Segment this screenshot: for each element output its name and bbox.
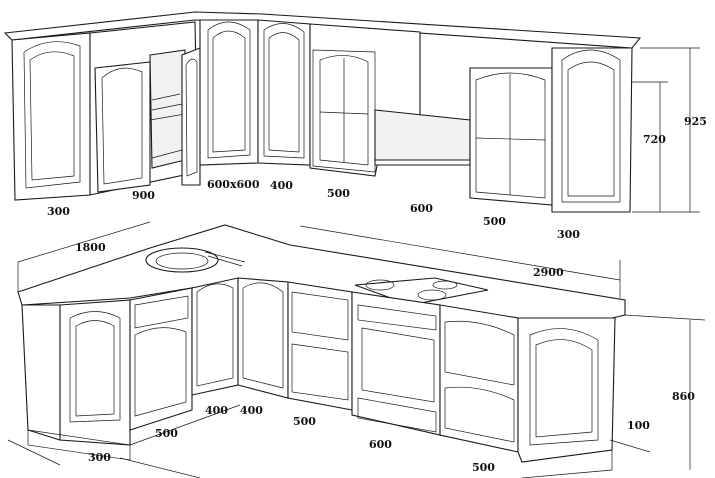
dim-plinth-height: 100 — [627, 419, 650, 432]
dim-left-500: 500 — [155, 427, 178, 440]
base-drawer-cabinet-door — [134, 327, 187, 417]
cooktop-burner — [417, 289, 447, 301]
upper-left-end-cabinet — [11, 32, 91, 201]
base-left-end-side — [21, 304, 61, 441]
oven-door — [361, 327, 435, 403]
upper-cabinet-400-body — [257, 19, 311, 166]
dim-total-upper-height: 925 — [684, 115, 707, 128]
oven-drawer — [357, 397, 437, 433]
upper-cabinet-400-door-panel — [263, 23, 305, 159]
base-cabinet-400 — [237, 277, 289, 399]
dim-upper-left-end: 300 — [47, 205, 70, 218]
cooktop-burner — [365, 279, 395, 291]
glass-cabinet-right-body — [469, 67, 553, 206]
dim-corner-cabinet: 600x600 — [207, 178, 260, 191]
corner-cabinet-door-panel — [207, 21, 251, 159]
lower-cabinets — [7, 221, 706, 478]
corner-cabinet-door-inset — [212, 30, 246, 153]
drawer-unit-bottom-drawer — [291, 343, 349, 401]
base-cabinet-400-door — [242, 282, 284, 389]
base-drawer-cabinet-400 — [129, 287, 193, 431]
upper-right-end-door-inset — [567, 61, 615, 197]
cooktop-burner — [432, 280, 458, 290]
glass-cabinet-left-mullions — [319, 58, 369, 162]
base-right-end-door-panel — [529, 328, 599, 446]
dim-right-500: 500 — [472, 461, 495, 474]
upper-height-dimension-lines — [632, 47, 700, 213]
sink-bowl — [155, 252, 209, 270]
dim-left-wall: 1800 — [75, 241, 106, 254]
oven-cabinet — [351, 291, 441, 436]
dim-cabinet-400: 400 — [270, 179, 293, 192]
dim-left-end-300: 300 — [88, 451, 111, 464]
base-corner-cabinet — [191, 277, 239, 396]
dim-hood-span: 600 — [410, 202, 433, 215]
dim-corner-400: 400 — [240, 404, 263, 417]
dim-open-cabinet: 900 — [132, 189, 155, 202]
upper-cabinets — [3, 11, 700, 213]
dim-glass-right: 500 — [483, 215, 506, 228]
upper-cabinet-400-door-inset — [268, 32, 300, 153]
drawer-unit-top-drawer — [291, 291, 349, 341]
sink-drainboard — [204, 251, 246, 267]
dim-oven-600: 600 — [369, 438, 392, 451]
upper-right-end-cabinet — [551, 47, 633, 213]
open-cabinet-left-door — [94, 61, 151, 193]
dish-rack-shelves — [149, 93, 186, 159]
base-drawer-front — [134, 295, 189, 329]
dim-drawer-400: 400 — [205, 404, 228, 417]
dim-base-height: 860 — [672, 390, 695, 403]
upper-right-end-door-panel — [561, 49, 621, 203]
right-drawer-bottom — [444, 386, 515, 443]
open-cabinet-left-door-panel — [101, 67, 143, 185]
glass-cabinet-left-glass — [319, 55, 369, 166]
right-drawer-top — [444, 320, 515, 386]
base-right-end-cabinet — [517, 317, 616, 463]
oven-control-panel — [357, 304, 437, 331]
dim-cabinet-height: 720 — [643, 133, 666, 146]
dim-upper-right-end: 300 — [557, 228, 580, 241]
glass-cabinet-left-frame — [312, 49, 376, 173]
base-left-cabinet — [59, 299, 131, 446]
dim-right-wall: 2900 — [533, 266, 564, 279]
upper-left-end-door-panel — [23, 41, 81, 189]
base-drawer-unit-500 — [287, 281, 353, 411]
hood-shelf-front — [374, 159, 471, 166]
sink-rim — [145, 247, 219, 273]
glass-cabinet-right-glass — [475, 72, 546, 199]
corner-cabinet-body — [199, 19, 259, 166]
open-cabinet-right-door-panel — [185, 58, 198, 177]
lower-dimension-lines — [7, 221, 706, 478]
base-left-door-inset — [75, 320, 115, 417]
plinth — [27, 404, 613, 478]
dim-glass-left: 500 — [327, 187, 350, 200]
hood-shelf — [374, 109, 471, 161]
base-left-door-panel — [69, 311, 121, 423]
glass-cabinet-right-mullions — [475, 74, 546, 195]
dim-drawer-unit-500: 500 — [293, 415, 316, 428]
upper-left-end-door-inset — [29, 51, 75, 181]
base-corner-door — [196, 283, 234, 387]
base-right-end-door-inset — [535, 339, 593, 438]
